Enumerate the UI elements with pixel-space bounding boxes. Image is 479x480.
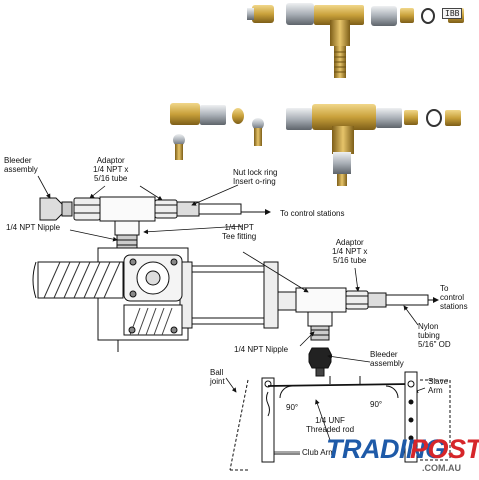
- watermark-brand-b: POST: [410, 434, 479, 464]
- leader-lines: [37, 175, 426, 455]
- photo-tee-assembly-bottom: [170, 103, 461, 186]
- diagram-linkage: [229, 371, 451, 471]
- diagram-cylinder: [32, 247, 279, 352]
- photo-badge: IBB: [442, 8, 463, 19]
- label-angle-right: 90°: [370, 400, 383, 409]
- watermark-domain: .COM.AU: [422, 463, 461, 473]
- label-angle-left: 90°: [286, 403, 299, 412]
- label-npt-nipple-top: 1/4 NPT Nipple: [6, 223, 61, 232]
- label-club-arm: Club Arm: [302, 448, 335, 457]
- diagram-upper-row: [39, 196, 271, 252]
- photo-tee-assembly-top: [247, 3, 464, 78]
- watermark-brand-a: TRADING: [326, 434, 446, 464]
- label-to-control-stations-top: To control stations: [280, 209, 345, 218]
- label-npt-nipple-bottom: 1/4 NPT Nipple: [234, 345, 289, 354]
- diagram-right-fittings: [277, 287, 439, 377]
